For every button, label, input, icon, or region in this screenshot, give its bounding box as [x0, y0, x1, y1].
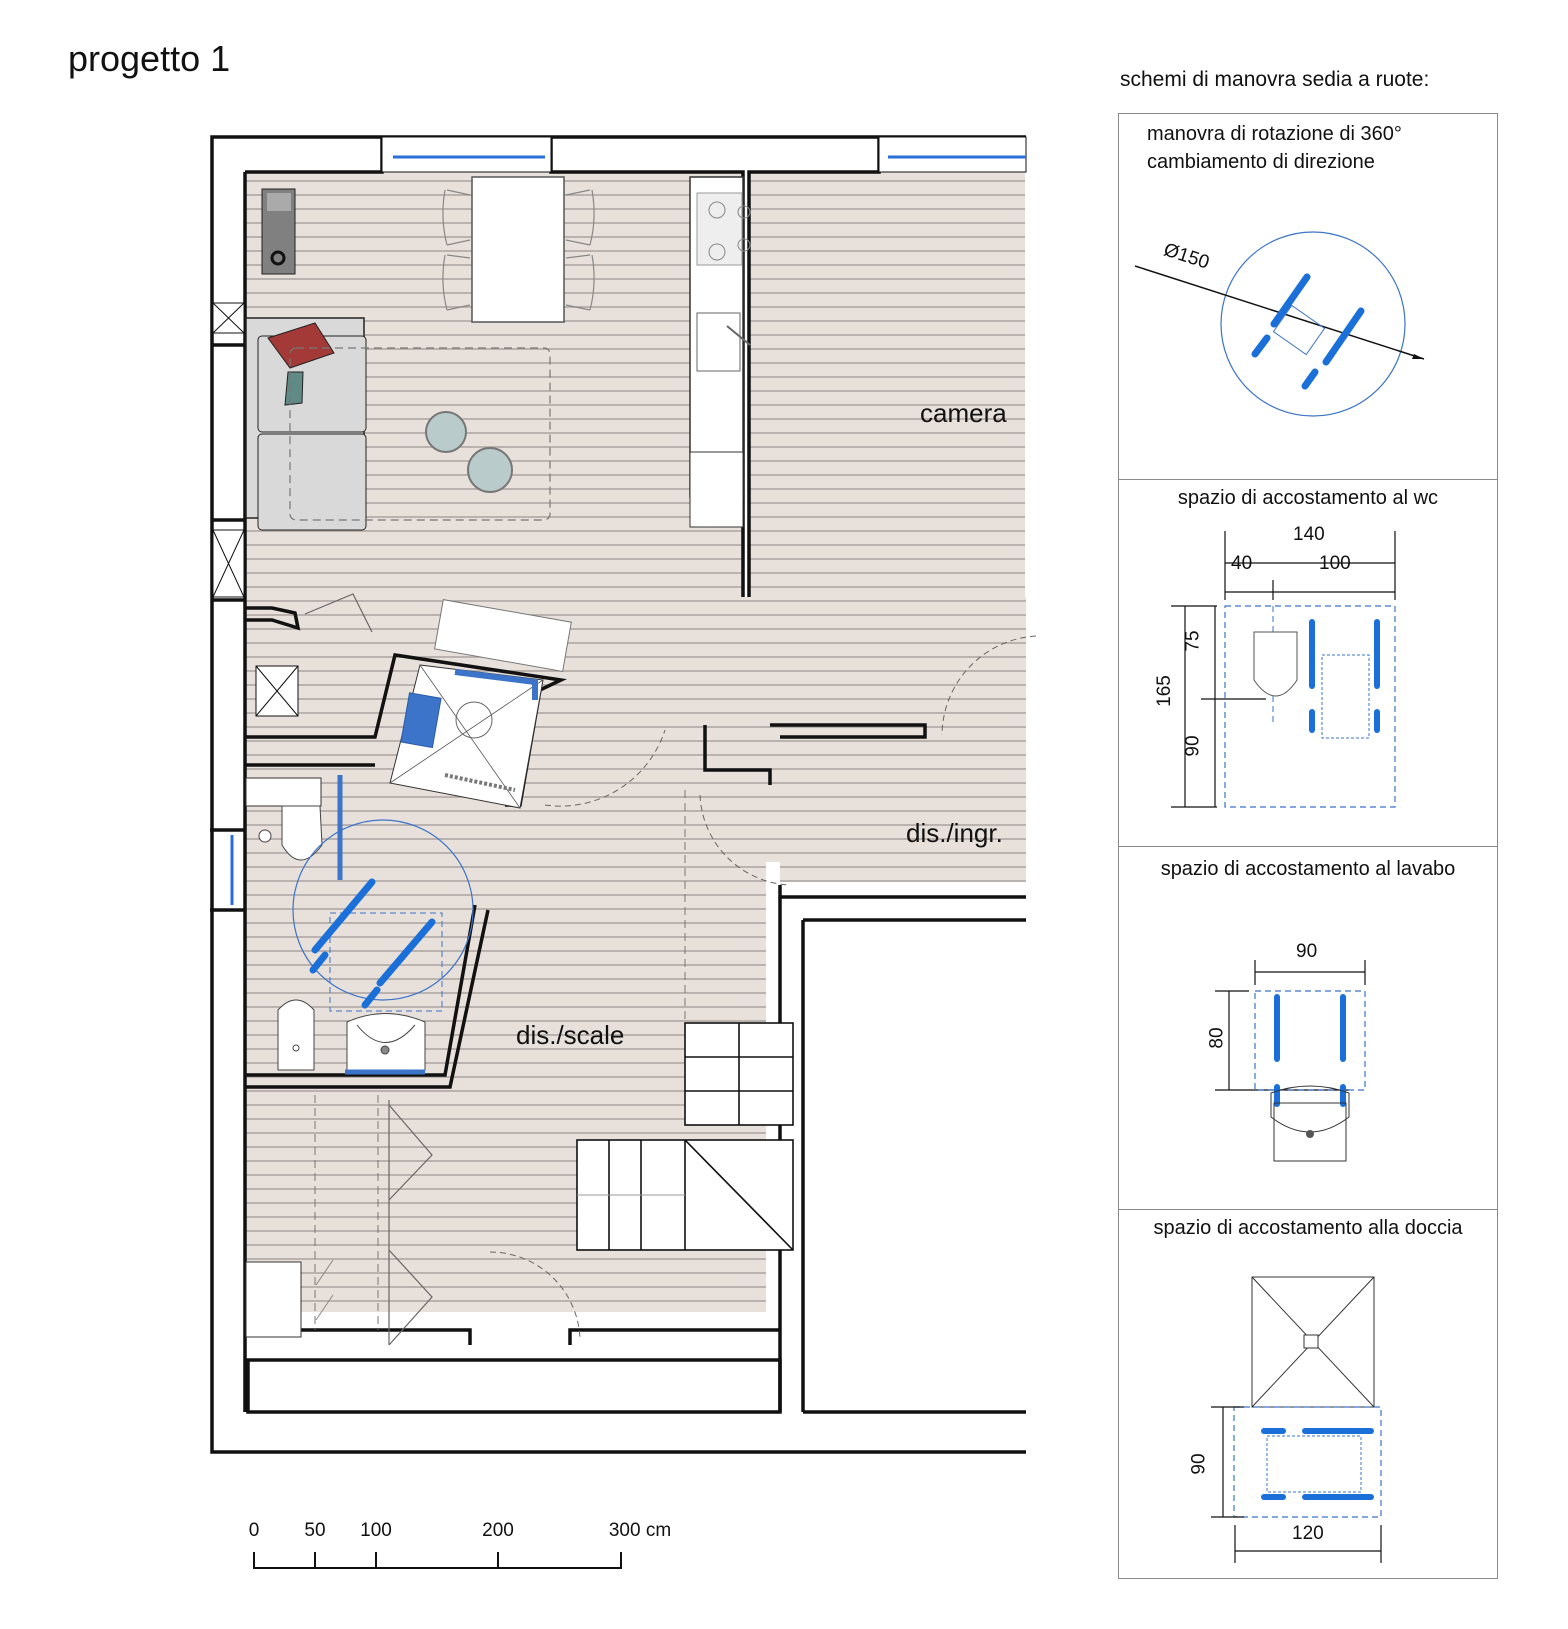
- shower: [389, 664, 544, 809]
- shafts: [212, 302, 299, 717]
- dim-100: 100: [1319, 553, 1351, 574]
- scale-tick-50: 50: [304, 1520, 326, 1541]
- wc-approach-diagram: [1171, 531, 1396, 808]
- panel-title-line1: manovra di rotazione di 360°: [1147, 123, 1402, 145]
- panel-rotation-360: manovra di rotazione di 360° cambiamento…: [1118, 113, 1498, 480]
- rug: [289, 347, 551, 521]
- dim-165: 165: [1153, 675, 1175, 707]
- stairs: [576, 1022, 794, 1251]
- dim-140: 140: [1293, 524, 1325, 545]
- dining-table: [442, 176, 595, 323]
- windows: [230, 136, 1027, 905]
- scale-tick-200: 200: [482, 1520, 514, 1541]
- walls: [210, 135, 1026, 1454]
- side-table-2: [467, 447, 513, 493]
- dim-80: 80: [1206, 1027, 1228, 1049]
- scale-tick-300: 300 cm: [608, 1520, 672, 1541]
- bidet: [277, 999, 315, 1071]
- legend-title: schemi di manovra sedia a ruote:: [1120, 68, 1430, 91]
- room-label-dis-scale: dis./scale: [516, 1020, 625, 1050]
- panel-title: spazio di accostamento al lavabo: [1160, 858, 1456, 880]
- panel-title-line2: cambiamento di direzione: [1147, 151, 1375, 173]
- scale-tick-0: 0: [248, 1520, 260, 1541]
- washbasin: [345, 1013, 426, 1075]
- tilted-cabinet: [434, 599, 572, 673]
- dim-90: 90: [1296, 941, 1318, 962]
- washbasin-approach-diagram: [1215, 960, 1366, 1162]
- cabinet-bottom-left: [245, 1259, 334, 1338]
- scale-bar-line: [253, 1552, 622, 1569]
- dim-90: 90: [1188, 1453, 1210, 1475]
- toilet: [245, 777, 323, 861]
- rotation-diagram: [1134, 231, 1425, 417]
- room-label-camera: camera: [920, 398, 1007, 428]
- panel-washbasin-approach: spazio di accostamento al lavabo 90 80: [1118, 846, 1498, 1210]
- wheelchair-turning-overlay: [292, 819, 474, 1012]
- oven-unit: [261, 188, 296, 275]
- panel-shower-approach: spazio di accostamento alla doccia 90 12…: [1118, 1209, 1498, 1579]
- panel-title: spazio di accostamento alla doccia: [1153, 1217, 1463, 1239]
- shower-approach-diagram: [1211, 1276, 1382, 1563]
- panel-wc-approach: spazio di accostamento al wc 140 40 100 …: [1118, 479, 1498, 847]
- folding-doors: [304, 593, 433, 1346]
- room-label-dis-ingr: dis./ingr.: [906, 818, 1003, 848]
- page-title: progetto 1: [68, 38, 231, 79]
- side-table-1: [425, 411, 467, 453]
- door-swings: [489, 635, 1037, 1341]
- dim-90: 90: [1182, 735, 1204, 757]
- sofa: [245, 317, 367, 531]
- kitchen-counter: [689, 176, 751, 528]
- dim-75: 75: [1182, 630, 1204, 652]
- floor-plan: [210, 135, 1037, 1454]
- dim-120: 120: [1292, 1523, 1324, 1544]
- scale-tick-100: 100: [360, 1520, 392, 1541]
- panel-title: spazio di accostamento al wc: [1177, 487, 1439, 509]
- dim-40: 40: [1231, 553, 1253, 574]
